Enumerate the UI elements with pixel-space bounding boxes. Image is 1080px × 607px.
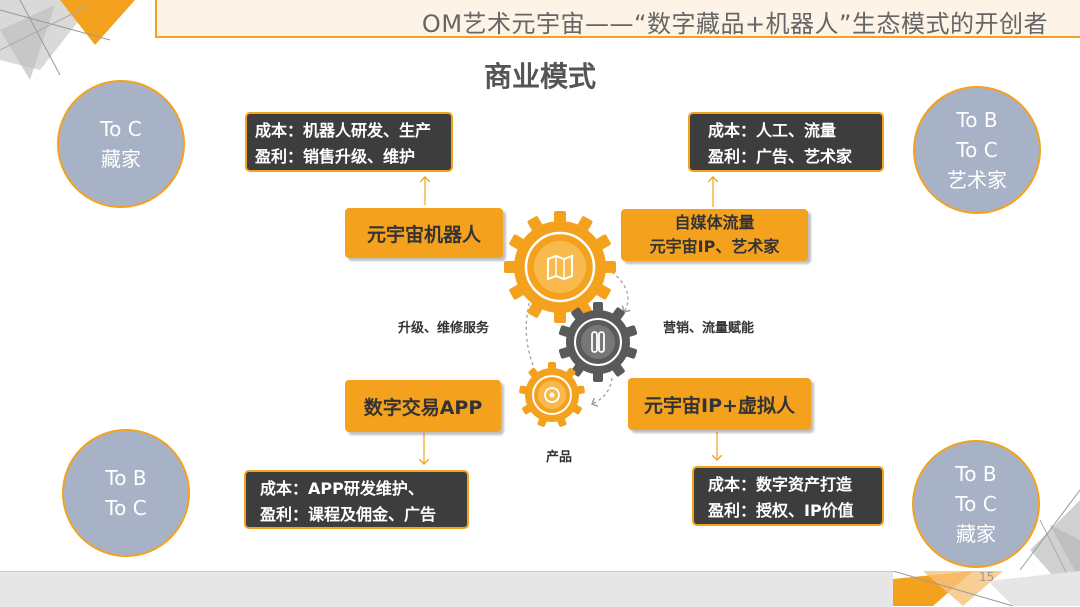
cost-text: 成本：APP研发维护、 [260, 479, 424, 498]
circle-line: To C [956, 138, 998, 162]
header-title: OM艺术元宇宙——“数字藏品+机器人”生态模式的开创者 [421, 10, 1048, 38]
circle-line: 艺术家 [947, 168, 1007, 192]
module-label: 元宇宙机器人 [366, 223, 481, 246]
circle-line: 藏家 [101, 147, 141, 171]
header-bar [155, 0, 1080, 38]
circle-line: To C [105, 496, 147, 520]
module-label: 元宇宙IP+虚拟人 [644, 394, 795, 417]
circle-line: To B [956, 108, 998, 132]
module-trading-app: 数字交易APP [345, 380, 501, 432]
page-number: 15 [979, 570, 995, 584]
map-gear-icon [504, 211, 616, 323]
module-media-traffic: 自媒体流量 元宇宙IP、艺术家 [621, 209, 808, 261]
gear-label-right: 营销、流量赋能 [663, 321, 755, 336]
footer-bar [0, 571, 893, 607]
profit-text: 盈利：销售升级、维护 [255, 147, 416, 166]
circle-top-left: To C 藏家 [57, 80, 185, 208]
circle-line: To C [955, 492, 997, 516]
module-metaverse-robot: 元宇宙机器人 [345, 208, 503, 258]
footer-decoration [893, 571, 1080, 606]
module-sublabel: 元宇宙IP、艺术家 [649, 237, 780, 256]
info-box-bottom-right: 成本：数字资产打造 盈利：授权、IP价值 [692, 466, 884, 526]
circle-bottom-right: To B To C 藏家 [912, 440, 1040, 568]
gear-label-left: 升级、维修服务 [398, 321, 490, 336]
cost-text: 成本：数字资产打造 [708, 475, 853, 494]
module-label: 自媒体流量 [674, 213, 755, 232]
circle-line: 藏家 [956, 522, 996, 546]
link-gear-icon [558, 302, 638, 382]
gear-cluster [504, 211, 638, 427]
circle-line: To B [105, 466, 147, 490]
circle-top-right: To B To C 艺术家 [913, 86, 1041, 214]
info-box-top-right: 成本：人工、流量 盈利：广告、艺术家 [688, 112, 884, 172]
info-box-bottom-left: 成本：APP研发维护、 盈利：课程及佣金、广告 [244, 470, 469, 529]
circle-line: To C [100, 117, 142, 141]
info-box-top-left: 成本：机器人研发、生产 盈利：销售升级、维护 [245, 112, 453, 172]
circle-bottom-left: To B To C [62, 429, 190, 557]
circle-line: To B [955, 462, 997, 486]
profit-text: 盈利：授权、IP价值 [708, 501, 854, 520]
sync-gear-icon [519, 362, 585, 427]
profit-text: 盈利：广告、艺术家 [708, 147, 853, 166]
profit-text: 盈利：课程及佣金、广告 [260, 505, 437, 524]
page-title: 商业模式 [483, 60, 596, 93]
cost-text: 成本：机器人研发、生产 [255, 121, 432, 140]
top-left-decoration [0, 0, 135, 80]
gear-label-bottom: 产品 [546, 450, 573, 465]
module-label: 数字交易APP [363, 396, 483, 419]
module-ip-virtual-human: 元宇宙IP+虚拟人 [628, 378, 811, 430]
cost-text: 成本：人工、流量 [708, 121, 837, 140]
